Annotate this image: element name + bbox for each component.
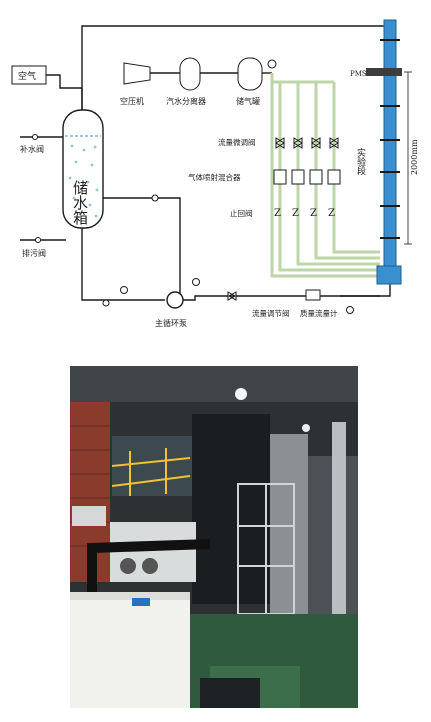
gas-lines	[270, 73, 380, 278]
flow-valve-label: 流量微调阀	[218, 137, 256, 147]
bottom-gauge-right-icon	[192, 278, 200, 286]
svg-text:Z: Z	[274, 208, 281, 219]
flowmeter-icon	[305, 289, 321, 301]
svg-text:Z: Z	[328, 208, 335, 219]
bottom-gauge-far-icon	[346, 306, 354, 314]
gas-tank-label: 储气罐	[236, 96, 260, 106]
water-tank	[62, 109, 104, 229]
air-box	[11, 65, 47, 85]
flow-valves-row	[275, 137, 339, 149]
separator-icon	[179, 57, 201, 91]
gas-tank-icon	[237, 57, 263, 91]
flow-adj-valve-icon	[227, 291, 237, 301]
pms-flange: PMS	[350, 68, 402, 78]
makeup-valve-icon	[32, 134, 38, 140]
compressor-icon	[123, 62, 151, 85]
air-label: 空气	[18, 70, 36, 82]
height-label: 2000mm	[410, 139, 419, 175]
drain-valve-icon	[35, 237, 41, 243]
water-tank-label: 储水箱	[71, 180, 89, 225]
drain-valve-label: 排污阀	[22, 248, 46, 258]
bottom-sensor-icon	[102, 299, 110, 307]
test-section-base	[376, 265, 402, 285]
bubbles-icon	[68, 144, 99, 218]
gas-injector-label: 气体喷射混合器	[188, 172, 241, 182]
bottom-gauge-left-icon	[120, 286, 128, 294]
test-section-column	[383, 19, 397, 283]
lab-facility-photo	[70, 366, 358, 708]
system-schematic: PMS 2000mm 实验段 储水箱 空气 补水阀 排污阀 空压机 汽水分离器 …	[0, 0, 431, 345]
pump-icon	[166, 291, 184, 309]
gas-injectors-row	[273, 169, 341, 185]
check-valve-label: 止回阀	[230, 208, 253, 218]
test-section-label: 实验段	[355, 147, 366, 176]
gauge-icon	[267, 59, 277, 69]
compressor-label: 空压机	[120, 96, 144, 106]
mid-valve-icon	[151, 194, 159, 202]
separator-label: 汽水分离器	[166, 96, 206, 106]
svg-text:Z: Z	[292, 208, 299, 219]
makeup-valve-label: 补水阀	[20, 144, 44, 154]
svg-text:Z: Z	[310, 208, 317, 219]
flow-adj-valve-label: 流量调节阀	[252, 308, 290, 318]
svg-text:PMS: PMS	[350, 70, 367, 78]
height-dimension	[404, 71, 412, 245]
flowmeter-label: 质量流量计	[300, 308, 338, 318]
pump-label: 主循环泵	[155, 318, 187, 328]
